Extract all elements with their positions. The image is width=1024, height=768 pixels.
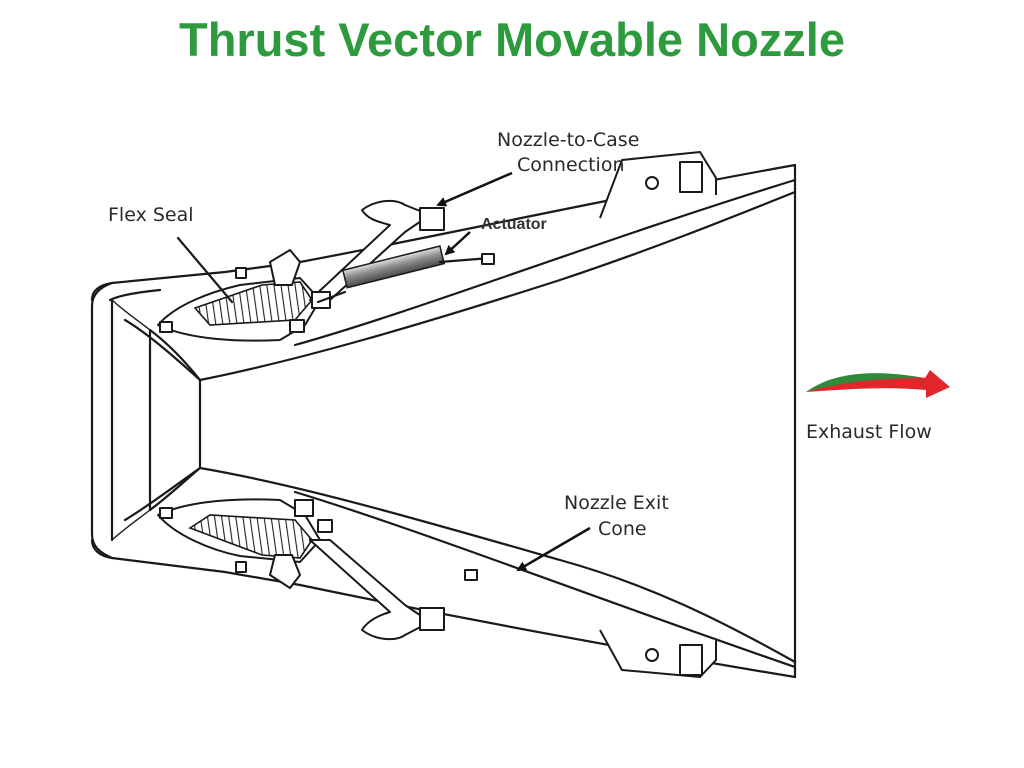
- nozzle-inlet-face: [90, 163, 797, 679]
- actuator-cylinder: [341, 245, 446, 289]
- nozzle-upper-structure: [90, 151, 797, 382]
- nozzle-exit-arrow: [516, 526, 591, 572]
- nozzle-to-case-label-line1: Nozzle-to-Case: [497, 129, 639, 151]
- actuator-label: Actuator: [481, 216, 547, 233]
- flex-seal-leader: [176, 236, 234, 304]
- nozzle-to-case-label-line2: Connection: [517, 154, 625, 176]
- page-title: Thrust Vector Movable Nozzle: [179, 13, 845, 66]
- nozzle-lower-structure: [90, 466, 797, 679]
- actuator-arrow: [444, 231, 471, 256]
- exhaust-flow-arrow-icon: [806, 370, 950, 398]
- nozzle-to-case-arrow: [436, 171, 513, 207]
- nozzle-exit-label-line1: Nozzle Exit: [564, 492, 669, 514]
- exhaust-flow-label: Exhaust Flow: [806, 421, 932, 443]
- nozzle-exit-label-line2: Cone: [598, 518, 647, 540]
- flex-seal-label: Flex Seal: [108, 204, 194, 226]
- flex-seal-upper: [193, 281, 314, 326]
